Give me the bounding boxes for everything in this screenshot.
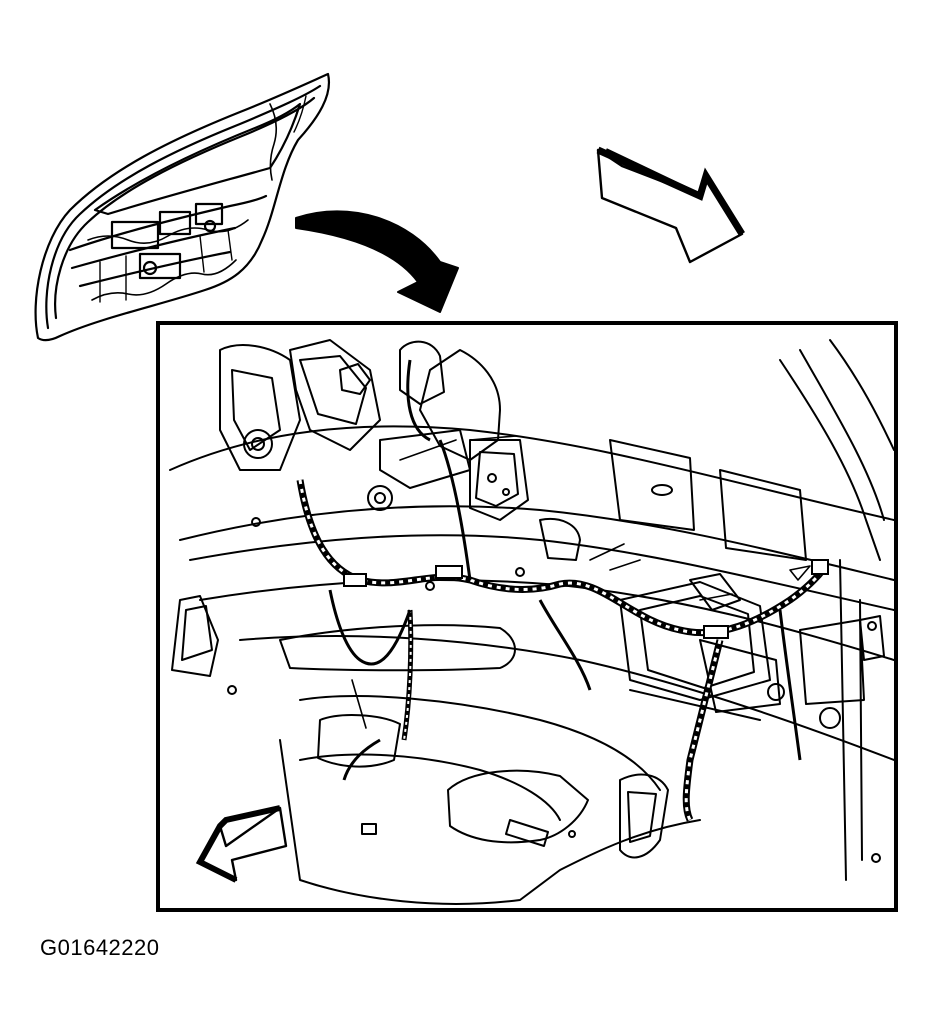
figure-id-label: G01642220: [40, 935, 160, 960]
liftgate-overview: [34, 72, 331, 342]
detail-view-frame: [156, 321, 898, 912]
forward-direction-arrow-icon: [596, 146, 745, 264]
rear-direction-arrow-icon: [195, 805, 288, 883]
curved-arrow-icon: [295, 210, 459, 313]
liftgate-interior-detail: [169, 339, 894, 905]
wiring-harness: [296, 359, 829, 822]
